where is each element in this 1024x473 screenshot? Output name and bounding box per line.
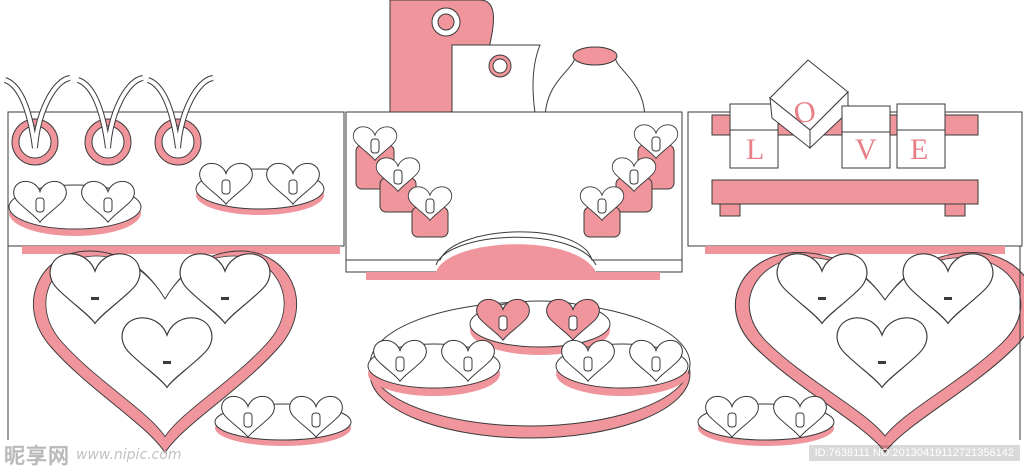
- right-counter: [687, 59, 1024, 453]
- heart-pedestal: [579, 186, 625, 238]
- center-counter: [345, 0, 691, 439]
- love-letter-v: V: [855, 133, 877, 166]
- watermark-logo-text: 昵享网: [4, 444, 70, 468]
- ring-tray-double: [8, 180, 142, 236]
- heart-pedestal: [407, 186, 453, 238]
- love-letter-l: L: [746, 133, 765, 166]
- ring-tray-double: [214, 395, 352, 446]
- watermark-url: www.nipic.com: [76, 447, 182, 463]
- love-cube-l: [729, 103, 779, 169]
- bracelet-stand: [146, 75, 214, 166]
- round-display-table: [367, 298, 691, 439]
- watermark-id: ID:7638111 NO:20130419112721356142: [808, 445, 1020, 461]
- heart-display-large: [32, 250, 298, 454]
- ring-tray-double: [195, 162, 325, 215]
- heart-display-large: [734, 251, 1024, 453]
- watermark-logo: 昵享网 www.nipic.com: [4, 440, 182, 470]
- love-letter-e: E: [910, 133, 929, 166]
- love-cube-e: [896, 103, 946, 169]
- left-counter: [3, 75, 352, 454]
- love-cube-v: [841, 105, 891, 169]
- bracelet-stand: [3, 75, 71, 166]
- bracelet-stand: [76, 75, 144, 166]
- ring-tray-double: [697, 395, 835, 446]
